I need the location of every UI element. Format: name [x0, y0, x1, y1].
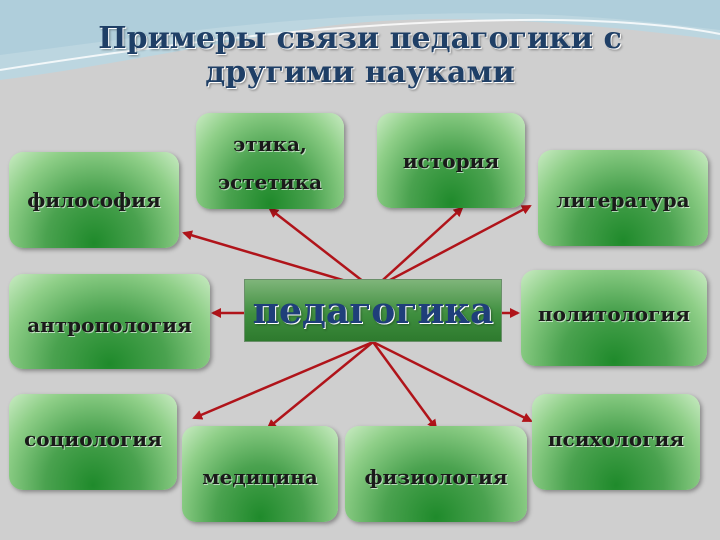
arrow-to-medicine [266, 341, 374, 430]
center-node-label: педагогика [252, 289, 494, 332]
arrow-to-sociology [192, 340, 374, 420]
node-philosophy: философия [9, 152, 179, 248]
center-node-pedagogy: педагогика [244, 279, 502, 342]
header-wave-decoration [0, 0, 720, 80]
arrow-to-psychology [372, 340, 533, 423]
arrow-to-ethics [268, 207, 374, 290]
node-aesthetics-label: эстетика [217, 170, 323, 194]
node-politology: политология [521, 270, 707, 366]
slide-title: Примеры связи педагогики с другими наука… [98, 21, 622, 90]
node-medicine-label: медицина [202, 465, 318, 489]
node-literature: литература [538, 150, 708, 246]
node-medicine: медицина [182, 426, 338, 522]
arrow-to-history [372, 206, 464, 290]
node-politology-label: политология [538, 302, 690, 326]
arrow-to-physiology [371, 341, 438, 430]
node-ethics-aesthetics: этика, эстетика [196, 113, 344, 209]
node-history-label: история [402, 149, 500, 173]
node-anthropology: антропология [9, 274, 210, 369]
arrow-to-literature [372, 204, 532, 291]
node-ethics-label: этика, [233, 132, 307, 156]
node-sociology-label: социология [24, 427, 162, 451]
node-psychology-label: психология [547, 427, 685, 451]
node-physiology-label: физиология [364, 465, 508, 489]
node-history: история [377, 113, 525, 208]
node-anthropology-label: антропология [27, 312, 192, 337]
node-philosophy-label: философия [27, 188, 161, 212]
node-sociology: социология [9, 394, 177, 490]
node-physiology: физиология [345, 426, 527, 522]
node-literature-label: литература [556, 188, 690, 212]
node-psychology: психология [532, 394, 700, 490]
